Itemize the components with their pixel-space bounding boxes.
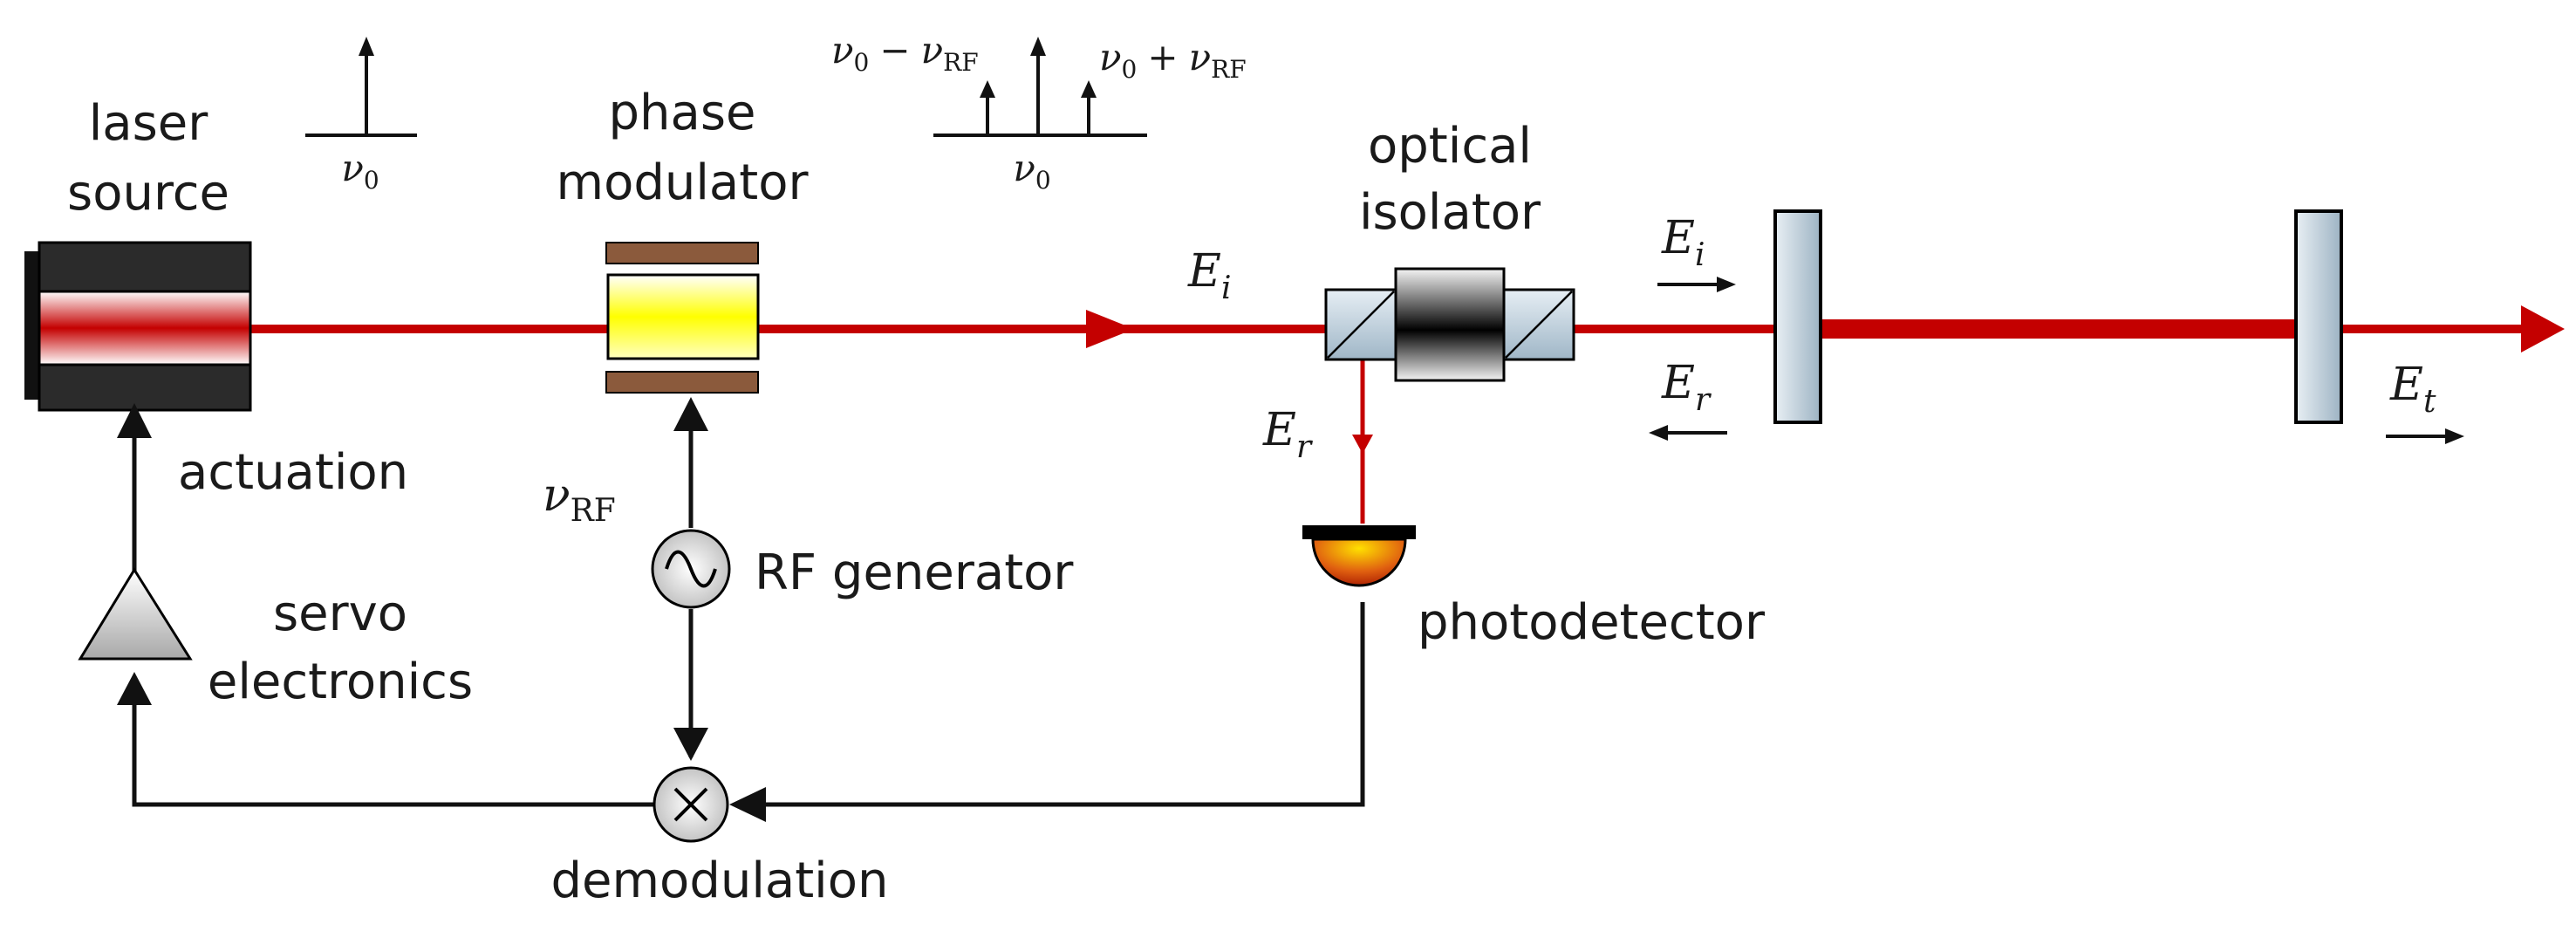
rf-generator-symbol [651,529,731,609]
reflected-arrow [1352,435,1373,454]
Ei-field-label: Ei [1661,212,1705,273]
sideband-carrier-arrow [1030,37,1046,56]
servo-label-line2: electronics [208,654,473,710]
upper-sideband-label: ν0+νRF [1099,36,1247,84]
laser-source-label-line2: source [67,165,229,222]
optical-isolator-label-line2: isolator [1359,184,1541,241]
spectrum-sidebands [933,51,1147,137]
laser-source-label-line1: laser [89,95,209,152]
sideband-nu0-label: ν0 [1013,147,1050,195]
spectrum-carrier-arrow [359,37,374,56]
Et-field-label: Et [2389,359,2436,420]
field-arrows [1657,283,2451,438]
nu0-carrier-label: ν0 [341,147,379,195]
sideband-upper-arrow [1081,80,1097,98]
servo-amplifier [78,567,193,661]
phase-modulator [605,242,760,394]
lower-sideband-label: ν0−νRF [831,29,979,77]
photodetector-device [1302,525,1416,587]
input-mirror [1773,209,1822,424]
demodulation-label: demodulation [551,853,889,909]
optical-isolator [1324,267,1575,382]
arrow-to-modulator [673,397,708,431]
phase-modulator-label-line1: phase [609,85,756,141]
rf-generator-label: RF generator [755,544,1074,601]
beam-direction-arrow [1086,310,1134,348]
signal-paths [132,428,1365,807]
phase-modulator-label-line2: modulator [557,154,810,211]
sideband-lower-arrow [980,80,995,98]
arrow-to-servo [117,672,152,705]
output-mirror [2294,209,2343,424]
spectrum-carrier [305,51,417,137]
laser-source [24,241,252,412]
beam-output-arrow [2521,305,2565,353]
arrow-to-laser [117,403,152,438]
transmitted-field-arrow [2445,428,2464,444]
reflected-field-arrow [1649,425,1668,441]
Ei-beam-label: Ei [1187,245,1231,306]
incident-field-arrow [1717,277,1736,292]
photodetector-label: photodetector [1418,594,1766,651]
mixer-symbol [653,766,729,843]
optical-isolator-label-line1: optical [1368,118,1532,175]
arrow-to-mixer-top [673,728,708,761]
Er-reflected-label: Er [1262,404,1313,465]
actuation-label: actuation [178,444,408,501]
Er-field-label: Er [1661,357,1712,418]
arrow-to-mixer-right [729,787,766,822]
servo-label-line1: servo [273,585,407,642]
nu-rf-label: νRF [543,469,616,529]
